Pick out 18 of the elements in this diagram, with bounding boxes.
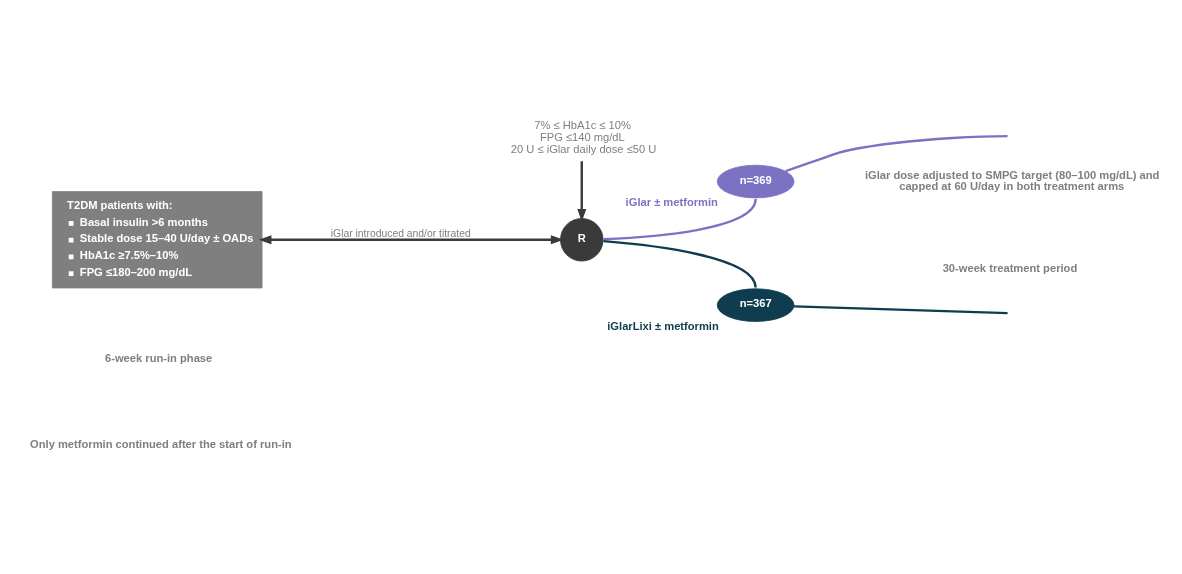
connector	[603, 198, 757, 241]
node-circle: R	[560, 218, 604, 262]
label: 6-week run-in phase	[104, 351, 213, 364]
node-label: iGlar ± metformin	[625, 196, 718, 209]
connector	[785, 134, 1008, 173]
connector	[603, 239, 757, 288]
label: iGlar dose adjusted to SMPG target (80–100 mg/dL) and capped at 60 U/day in both treatment arms	[864, 168, 1160, 192]
arrow	[258, 235, 564, 245]
label: 30-week treatment period	[942, 262, 1078, 275]
node-ellipse: n=369	[716, 164, 795, 199]
node-label: iGlarLixi ± metformin	[607, 319, 719, 332]
node-box: T2DM patients with: Basal insulin >6 months Stable dose 15–40 U/day ± OADs HbA1c ≥7.5%–10% FPG ≤180–200 mg/dL	[51, 191, 263, 289]
arrow	[577, 161, 587, 222]
label: Only metformin continued after the start of run-in	[30, 437, 292, 450]
node-ellipse: n=367	[716, 288, 795, 322]
edge-label: iGlar introduced and/or titrated	[330, 227, 471, 239]
node-text: 7% ≤ HbA1c ≤ 10% FPG ≤140 mg/dL 20 U ≤ iGlar daily dose ≤50 U	[510, 118, 657, 155]
connector	[794, 305, 1008, 315]
